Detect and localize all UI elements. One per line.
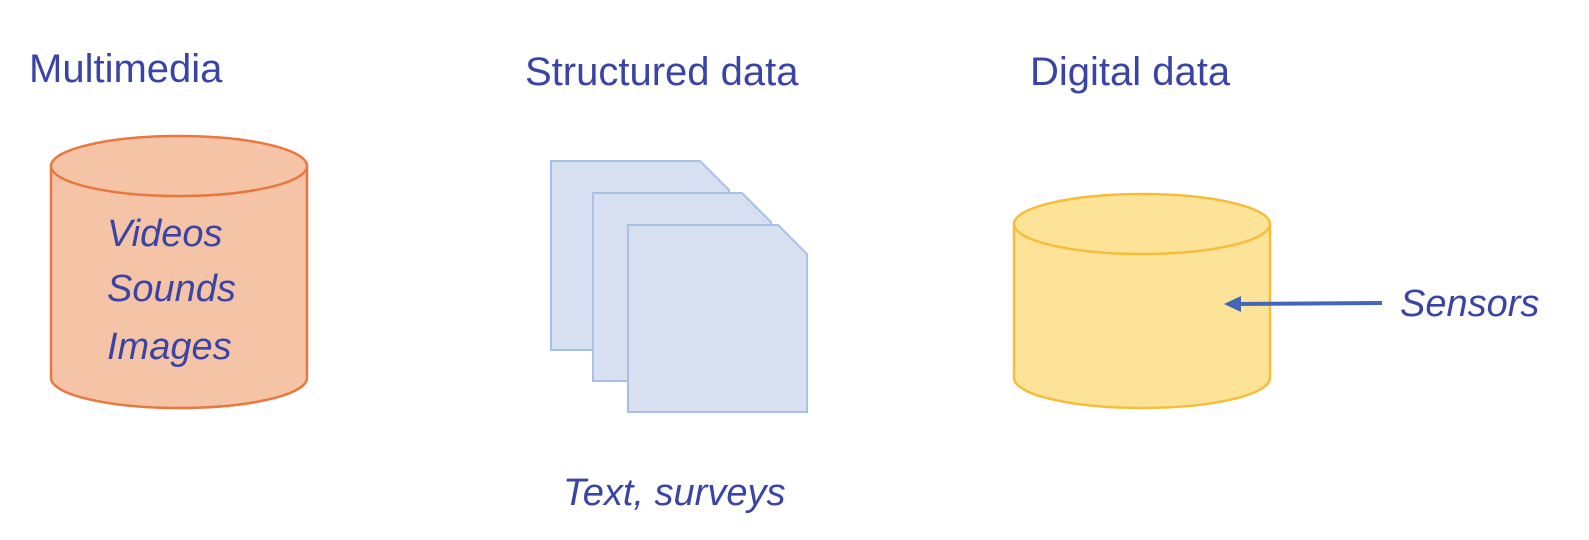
sensors-label: Sensors	[1400, 283, 1540, 325]
multimedia-item-sounds: Sounds	[107, 268, 236, 310]
multimedia-item-videos: Videos	[107, 213, 223, 255]
sensors-arrow	[1224, 296, 1383, 312]
digital-cylinder-body	[1012, 222, 1272, 410]
sensors-arrow-shaft	[1237, 301, 1383, 306]
multimedia-item-images: Images	[107, 326, 232, 368]
digital-data-title: Digital data	[1030, 50, 1231, 94]
multimedia-cylinder-body	[49, 164, 309, 410]
multimedia-cylinder	[49, 134, 309, 410]
structured-data-title: Structured data	[525, 50, 799, 94]
digital-cylinder-top	[1012, 192, 1272, 256]
sensors-arrow-head	[1224, 296, 1241, 312]
multimedia-cylinder-top	[49, 134, 309, 198]
document-front	[627, 224, 808, 413]
document-stack	[550, 160, 808, 413]
digital-cylinder	[1012, 192, 1272, 410]
structured-data-caption: Text, surveys	[563, 472, 786, 514]
multimedia-title: Multimedia	[29, 47, 223, 91]
